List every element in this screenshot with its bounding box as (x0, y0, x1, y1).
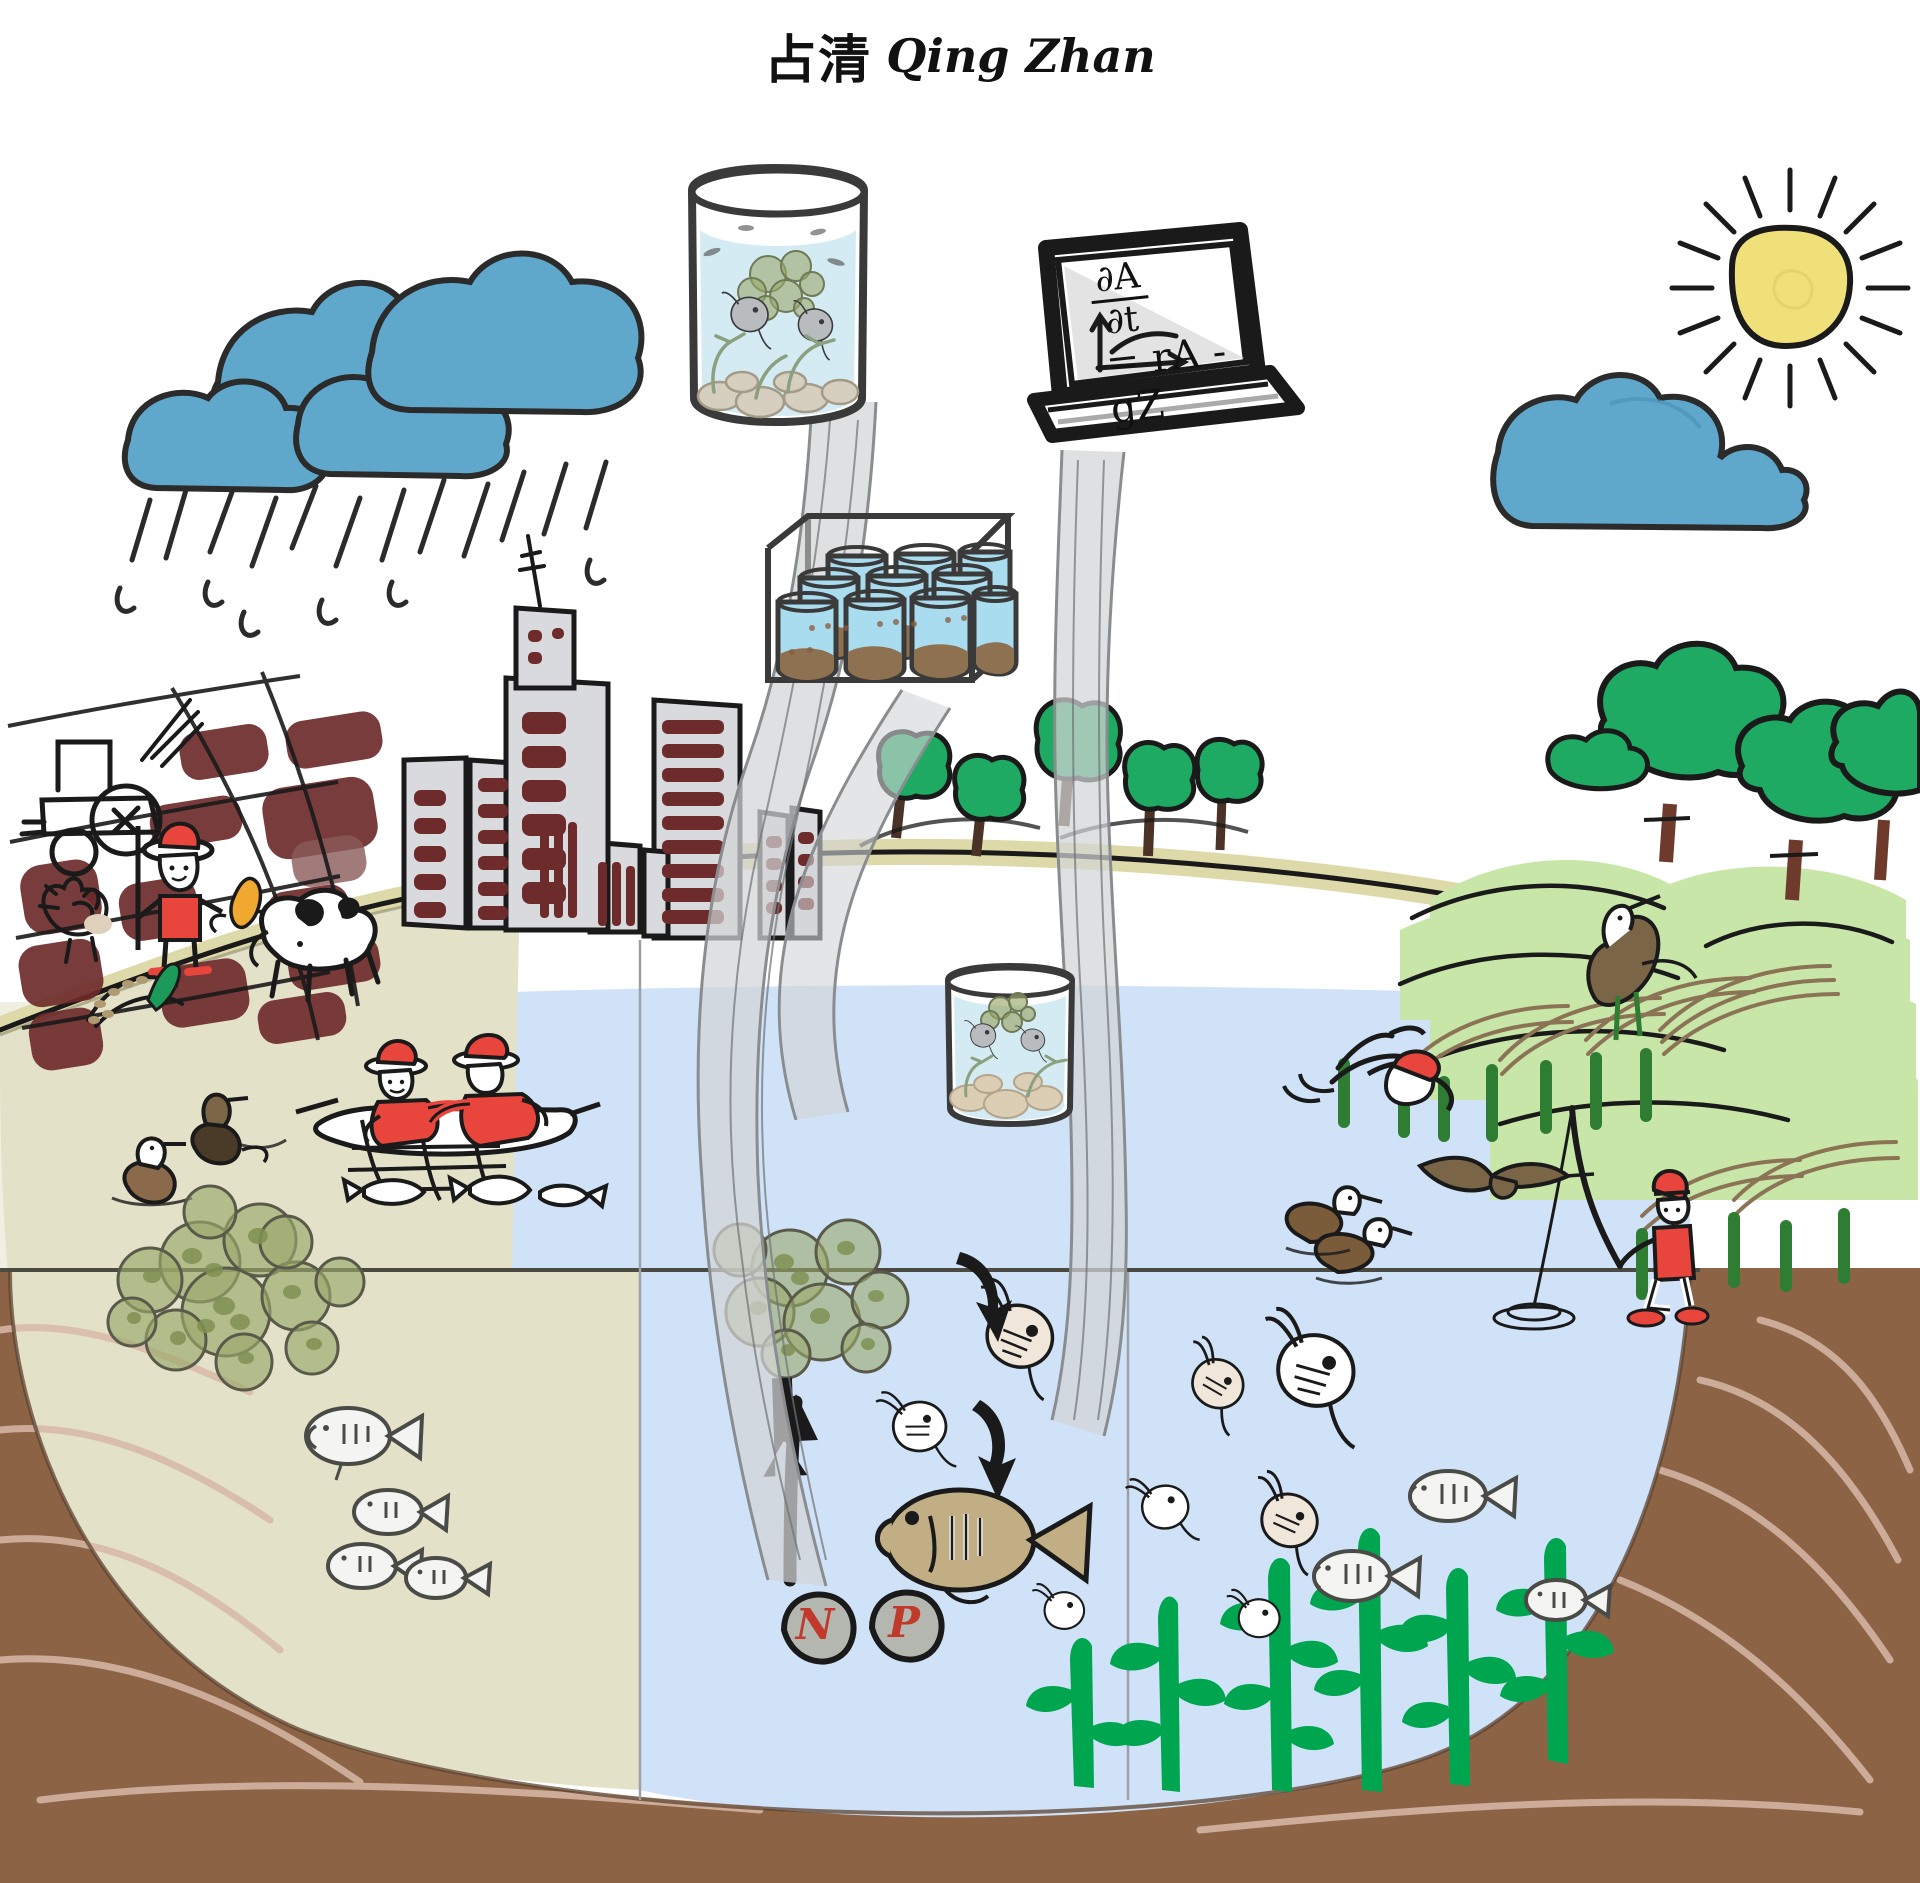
tower-antenna (518, 534, 546, 608)
caught-fish (341, 1174, 609, 1210)
fair-weather-cloud (1490, 372, 1810, 532)
macrophyte-1 (1110, 1596, 1226, 1792)
fish-t2 (352, 1488, 451, 1536)
forest-bushes (1545, 728, 1650, 792)
zooplankton-clear (1031, 1306, 1356, 1639)
ducks (1284, 1185, 1413, 1285)
heron (1586, 894, 1698, 1041)
fish-t4 (404, 1556, 493, 1600)
wheat-stalk (86, 962, 184, 1028)
phosphorus-label: P (888, 1598, 920, 1647)
arrow-zooplankton-to-fish (972, 1400, 1016, 1500)
rain-cloud-puffs (121, 250, 645, 494)
turbid-fish-group (304, 1406, 493, 1600)
mesocosm-jar (687, 163, 869, 427)
fish-c3 (1524, 1578, 1613, 1622)
pipe-rack-to-lake (779, 690, 950, 1120)
phosphorus-marker-disc (868, 1589, 945, 1663)
tree-center-5 (1194, 736, 1265, 851)
cow (249, 887, 381, 1003)
screen-plot-sketch (1089, 311, 1190, 373)
rain-cloud (114, 250, 645, 638)
sun (1669, 167, 1911, 409)
fishing-line (1532, 1109, 1574, 1307)
modelling-laptop[interactable] (1027, 222, 1305, 443)
fair-cloud-body (1490, 372, 1810, 532)
boat-fisher-2 (425, 1033, 549, 1149)
in-situ-mesocosm-jar (944, 962, 1076, 1128)
flying-gull (1416, 1155, 1595, 1200)
microcosm-tubes-front (775, 585, 1019, 683)
nitrogen-label: N (795, 1600, 835, 1649)
turbid-water-body (10, 1272, 640, 1790)
equation-numerator: ∂A (1087, 255, 1149, 305)
macrophyte-4 (1398, 1567, 1516, 1786)
shore-ducks-left (111, 1092, 287, 1207)
sun-rays (1669, 167, 1911, 409)
title-romanized: Qing Zhan (886, 28, 1156, 83)
farm-fields-light (291, 835, 367, 887)
boat-fisher-1 (363, 1039, 483, 1149)
title-chinese: 占清 (764, 31, 873, 91)
cattail-heads (1338, 1048, 1850, 1300)
sun-disc (1728, 224, 1854, 350)
macrophyte-6 (1026, 1637, 1136, 1788)
chicken (38, 876, 112, 964)
hay-rake (140, 698, 204, 768)
clear-fish-group (1312, 1469, 1613, 1622)
macrophyte-2 (1220, 1557, 1338, 1792)
tractor (19, 739, 163, 877)
swim-cap (1391, 1049, 1441, 1083)
swimmer (1282, 1025, 1454, 1112)
equation-denominator: ∂t (1103, 298, 1141, 343)
arrow-algae-to-zooplankton (956, 1252, 1012, 1342)
rain-streaks (114, 459, 609, 638)
shore-angler (1492, 1105, 1710, 1331)
tree-right-3 (1828, 688, 1920, 881)
fishing-boat (295, 1033, 609, 1210)
transition-fish (875, 1487, 1093, 1605)
equation-rhs: = rA - gZ (1103, 328, 1229, 433)
state-divider-lines (638, 940, 1130, 1800)
tree-center-4 (1122, 740, 1198, 857)
fish-t1 (304, 1406, 425, 1481)
nitrogen-marker-disc (780, 1591, 857, 1665)
laptop-equation: ∂A ∂t = rA - gZ (1087, 254, 1266, 433)
microcosm-incubator-rack (765, 513, 1019, 683)
agricultural-catchment (7, 671, 383, 1071)
fish-c2 (1312, 1549, 1423, 1603)
pipe-model-to-lake (1052, 450, 1127, 1436)
nutrient-markers (780, 1589, 945, 1665)
reed-bed (1338, 964, 1900, 1300)
algae-bloom-turbid (106, 1184, 366, 1392)
fishing-rod (1569, 1105, 1623, 1269)
water-ripple (1492, 1302, 1576, 1331)
fish-c1 (1408, 1469, 1519, 1523)
shore-duck-2 (122, 1136, 186, 1205)
shore-duck-1 (190, 1092, 269, 1166)
